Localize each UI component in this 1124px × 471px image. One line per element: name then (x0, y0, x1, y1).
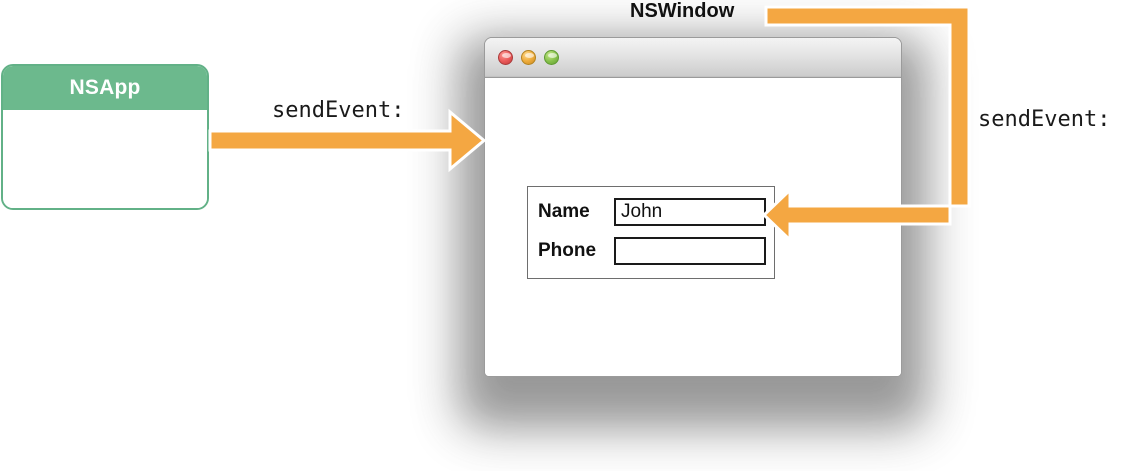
sendevent-label-left: sendEvent: (272, 98, 405, 123)
window-content-area: Name John Phone (485, 78, 901, 376)
nswindow-label: NSWindow (630, 0, 735, 22)
name-label: Name (538, 201, 590, 222)
nsapp-header: NSApp (3, 66, 207, 110)
phone-input[interactable] (614, 237, 766, 265)
minimize-gloss-icon (524, 52, 534, 58)
close-button-icon[interactable] (498, 50, 513, 65)
name-input-value: John (621, 201, 663, 222)
ns-window: Name John Phone (484, 37, 902, 377)
nsapp-title: NSApp (69, 76, 141, 99)
phone-label: Phone (538, 240, 597, 261)
form-row-phone: Phone (538, 237, 766, 265)
sendevent-label-right: sendEvent: (978, 107, 1111, 132)
form-row-name: Name John (538, 198, 766, 226)
name-input[interactable]: John (614, 198, 766, 226)
minimize-button-icon[interactable] (521, 50, 536, 65)
window-titlebar (485, 38, 901, 78)
nsapp-body (3, 110, 207, 208)
nsapp-box: NSApp (1, 64, 209, 210)
zoom-button-icon[interactable] (544, 50, 559, 65)
zoom-gloss-icon (547, 52, 557, 58)
form-panel: Name John Phone (527, 186, 775, 279)
close-gloss-icon (501, 52, 511, 58)
